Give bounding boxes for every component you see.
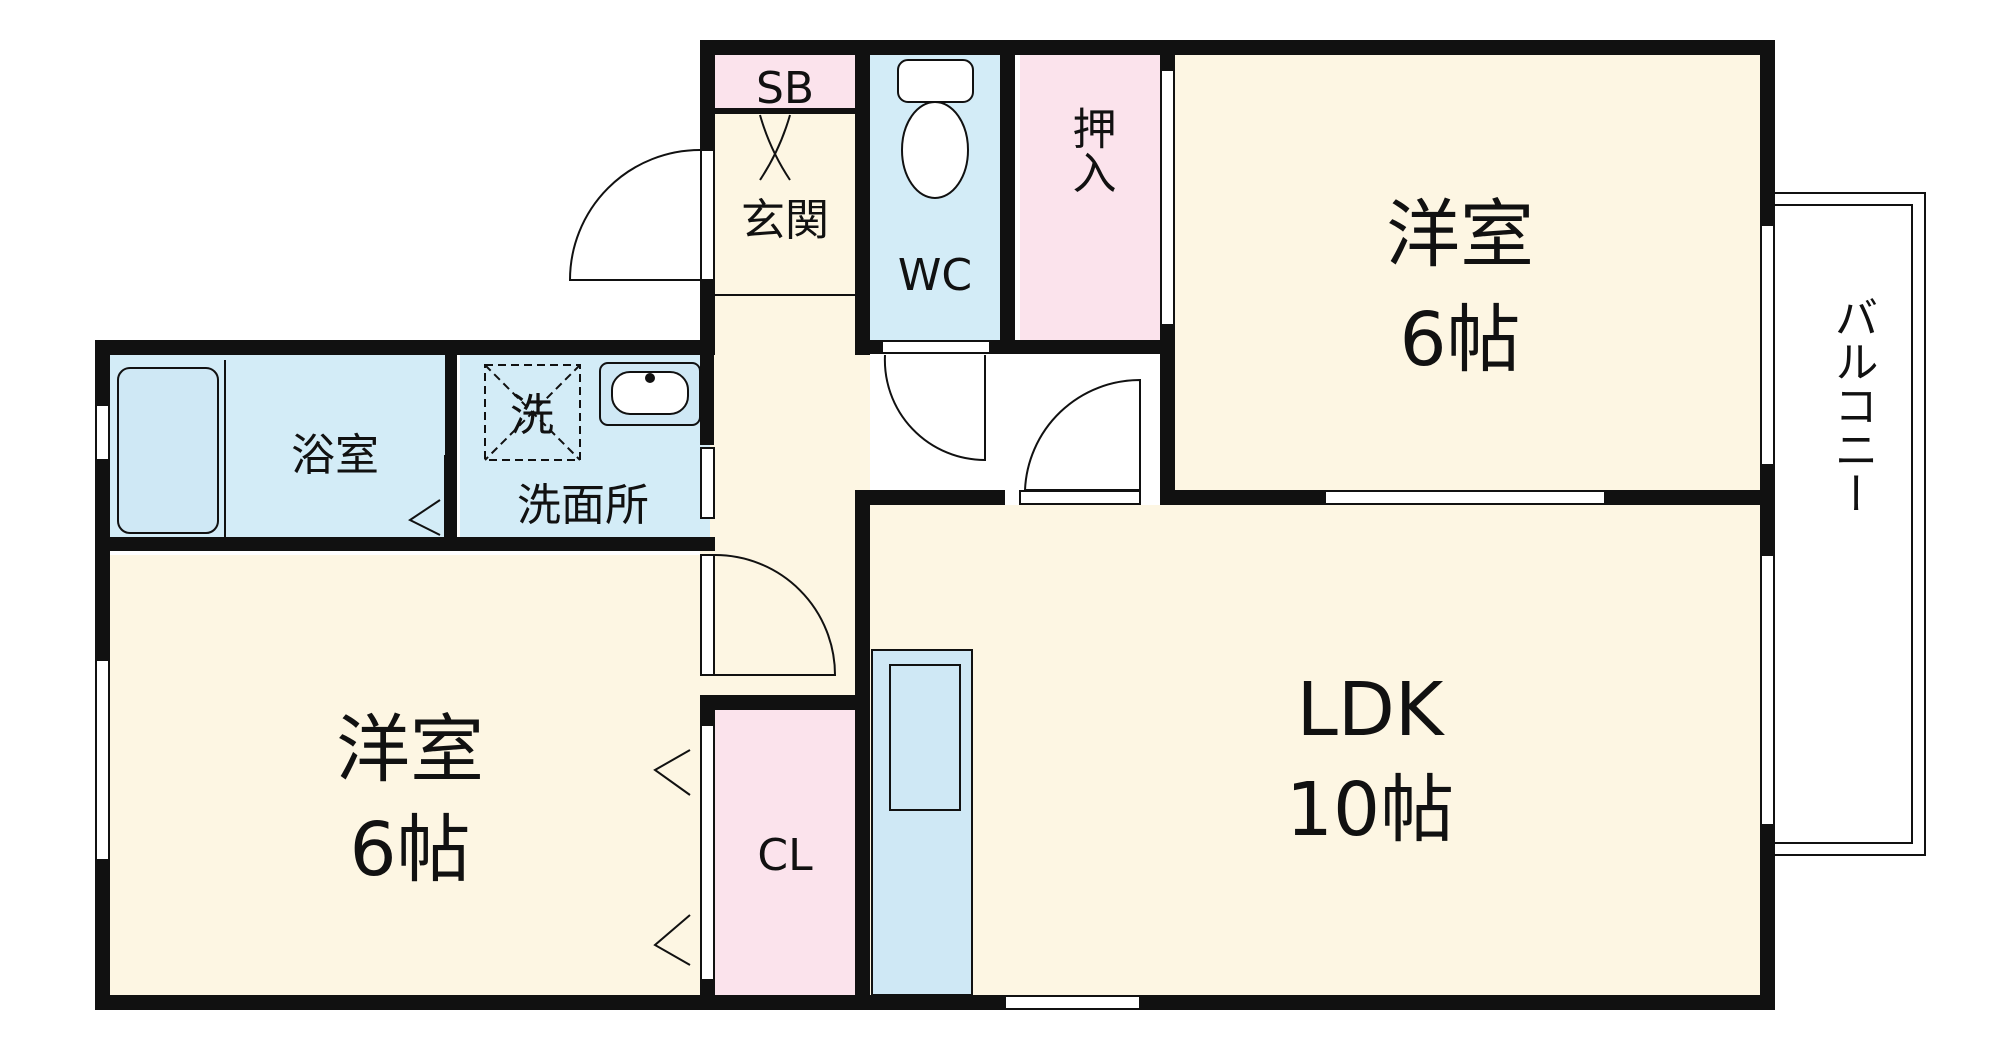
window-bath	[95, 404, 110, 461]
door-toilet	[883, 354, 986, 462]
western-bottom-name: 洋室	[336, 707, 484, 793]
toilet-tank	[897, 59, 974, 103]
wall-bath-top	[95, 340, 715, 355]
wall-top-right	[700, 40, 1775, 55]
washer-box	[484, 364, 581, 461]
balcony-name: バルコニー	[1827, 295, 1878, 515]
wall-toilet-right	[1000, 55, 1015, 345]
entrance-floor	[715, 115, 855, 495]
western-bottom-size: 6帖	[349, 807, 470, 893]
closet-top-name: 押入	[1065, 106, 1116, 194]
toilet-name: WC	[898, 250, 972, 301]
toilet-bowl	[901, 101, 969, 199]
wall-closet-bottom-top	[700, 695, 865, 710]
closet-bottom-name: CL	[757, 830, 813, 881]
washer-name: 洗	[510, 390, 554, 441]
walls	[95, 40, 1775, 1010]
wall-ldk-top-left	[855, 490, 1005, 505]
bathtub	[117, 367, 219, 534]
sink-bowl	[611, 371, 689, 415]
western-top-floor	[1170, 55, 1760, 495]
ldk-name: LDK	[1297, 667, 1446, 753]
western-top-name: 洋室	[1386, 192, 1534, 278]
door-shoebox	[759, 114, 791, 181]
opening-toilet	[881, 340, 991, 354]
wall-wet-bottom	[95, 537, 715, 551]
ldk-size: 10帖	[1286, 767, 1454, 853]
washroom-name: 洗面所	[517, 480, 649, 531]
labels: 洋室 6帖 洋室 6帖 LDK 10帖 浴室 洗面所 洗 玄関 SB WC CL…	[291, 63, 1878, 893]
opening-closet-bottom	[700, 724, 715, 981]
opening-hall	[1019, 490, 1141, 505]
window-western-top-right	[1760, 224, 1775, 466]
shoebox-name: SB	[756, 63, 814, 114]
door-western-bottom	[714, 554, 837, 676]
sink-drain	[645, 373, 655, 383]
closet-top-floor	[1020, 55, 1160, 340]
door-closet-a	[653, 749, 691, 796]
wall-right	[1760, 40, 1775, 1010]
windows	[95, 69, 1775, 1010]
western-bottom-floor	[105, 555, 710, 1000]
opening-entrance	[700, 149, 715, 281]
wall-entrance-right	[855, 55, 870, 355]
balcony-rail	[1775, 192, 1926, 856]
wall-shoebox-bottom	[715, 108, 855, 114]
shoebox-floor	[715, 55, 855, 110]
closet-bottom-floor	[715, 710, 855, 1000]
window-western-bottom	[95, 659, 110, 861]
kitchen-sink	[889, 664, 961, 811]
opening-washroom	[700, 447, 715, 519]
balcony-rail-inner	[1775, 204, 1913, 844]
ldk-floor	[870, 505, 1760, 1000]
window-western-top-left	[1160, 69, 1175, 326]
door-entrance	[568, 149, 701, 281]
western-top-size: 6帖	[1399, 297, 1520, 383]
wall-ldk-left	[855, 495, 870, 1005]
door-bath	[408, 499, 441, 536]
window-ldk-right	[1760, 554, 1775, 826]
wall-closet-bottom	[1015, 340, 1165, 354]
window-interior-top	[1324, 490, 1606, 505]
door-hall	[1023, 378, 1141, 491]
bath-name: 浴室	[291, 430, 379, 481]
wall-bath-washroom	[445, 355, 457, 540]
entrance-name: 玄関	[741, 195, 829, 246]
wall-bottom	[95, 995, 1775, 1010]
wall-washroom-right	[700, 355, 714, 445]
opening-western-bottom	[700, 554, 715, 676]
window-ldk-bottom	[1004, 995, 1141, 1010]
doors	[408, 114, 1141, 966]
fixtures	[117, 59, 1926, 996]
door-closet-b	[653, 914, 691, 966]
room-fills	[105, 55, 1760, 1000]
washer-diag-b	[484, 364, 581, 461]
